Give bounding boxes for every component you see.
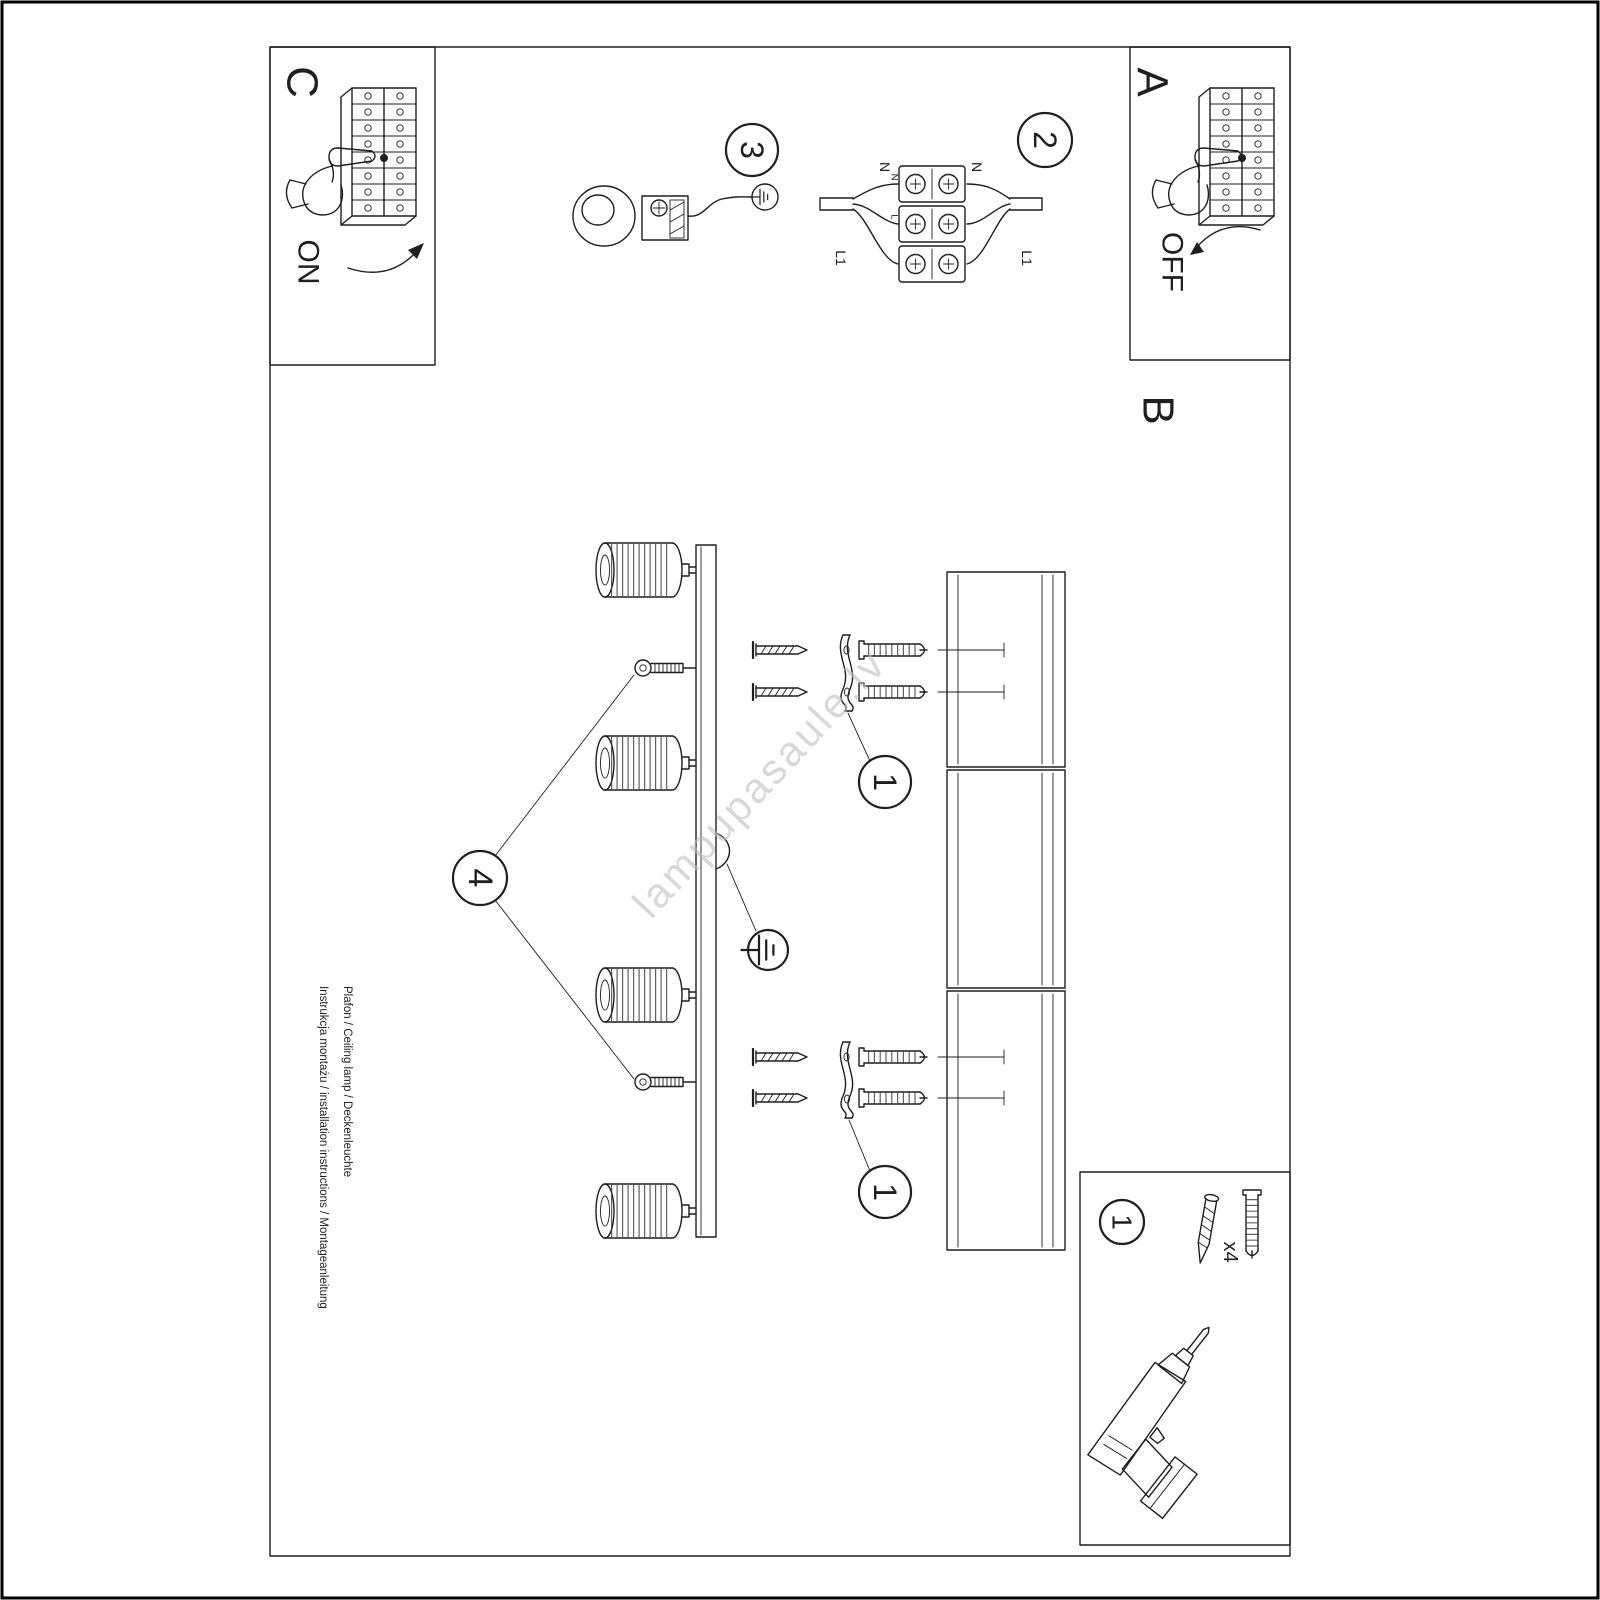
panel-a-state: OFF [1156,232,1189,292]
step4-badge: 4 [461,869,499,888]
ground-leader [726,863,757,932]
step1-badge-top: 1 [867,773,903,791]
wall-plug [859,1048,927,1066]
parts-quantity: x4 [1219,1241,1241,1262]
panel-a: A OFF [1128,67,1275,292]
product-title: Plafon / Ceiling lamp / Deckenleuchte [341,986,353,1177]
mounting-bar [695,544,717,1238]
block-label-n: N [889,174,900,181]
spotlight-shade [596,1184,696,1238]
switch-strip-a [1198,87,1275,226]
hole-leader-lines [937,642,1005,1106]
ceiling-panels [946,571,1066,1251]
step1-leader-bottom [848,1119,871,1172]
adjuster-screw [634,1073,696,1091]
drill-icon [1087,1326,1210,1519]
step2-badge: 2 [1027,131,1063,149]
pointing-hand-icon [285,147,376,216]
ceiling-clamp-drawing [572,185,752,247]
step1-badge-circle-top [857,754,913,810]
wall-plug-icon [1243,1190,1261,1258]
wall-plug [859,1089,927,1107]
panel-c-state: ON [292,240,325,285]
wood-screw-icon [1197,1193,1220,1264]
panel-b-label: B [1134,395,1183,424]
switch-strip-c [340,87,417,226]
step3-badge: 3 [734,141,770,159]
wires-right [966,183,1043,265]
block-label-l: L [889,214,900,219]
step4-badge-circle [451,849,509,907]
step2-group: 2 N N L1 L1 N L [819,111,1074,283]
wire-label-n-right: N [969,162,985,172]
panel-c: C ON [278,66,424,285]
switch-dot-c [380,154,388,162]
watermark: lampupasaule.lv [623,640,895,927]
step2-badge-circle [1016,111,1074,169]
step3-group: 3 [572,122,780,247]
ground-tab [715,832,731,870]
terminal-block [898,165,966,203]
step4-leader-lines [494,674,635,1080]
parts-badge-circle [1098,1198,1146,1246]
step1-badge-bottom: 1 [867,1183,903,1201]
mounting-screw [751,1047,809,1067]
step1-badge-circle-bottom [857,1164,913,1220]
fixing-strap [839,1041,854,1119]
wires-left [819,183,899,265]
ground-icon [740,934,775,966]
wire-label-l1-left: L1 [833,250,849,266]
wire-label-n-left: N [877,162,893,172]
parts-badge: 1 [1107,1214,1138,1230]
panel-c-label: C [278,66,327,98]
panel-a-label: A [1128,67,1177,97]
arrow-off-icon [1190,225,1261,255]
mounting-screw [751,640,809,660]
spotlight-shade [596,736,696,790]
instructions-title: Instrukcja montażu / installation instru… [317,986,329,1309]
parts-box: 1 x4 [1087,1190,1273,1519]
step1-leader-top [847,712,871,762]
mounting-screw [751,682,809,702]
spotlight-shade [596,543,696,597]
spotlight-shade [596,968,696,1022]
mounting-screw [751,1088,809,1108]
adjuster-screw [634,659,696,677]
wire-label-l1-right: L1 [1019,250,1035,266]
lamp-assembly: 4 [451,543,1066,1251]
arrow-on-icon [347,243,424,273]
step3-badge-circle [724,122,780,178]
terminal-block [898,245,966,283]
terminal-block [898,205,966,243]
